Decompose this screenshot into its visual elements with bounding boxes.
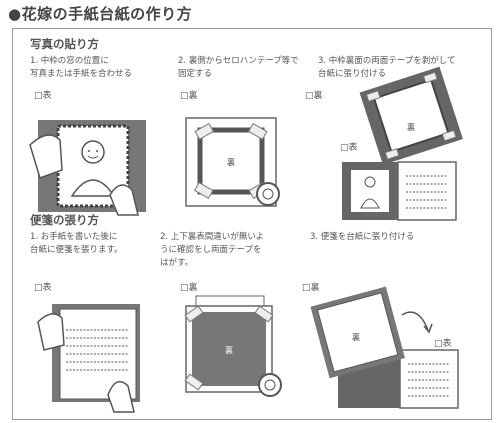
photo-step-1: 1. 中枠の窓の位置に 写真または手紙を合わせる bbox=[30, 56, 133, 79]
label-ura-3: □裏 bbox=[305, 91, 323, 101]
label-omote-4: □表 bbox=[34, 283, 52, 293]
letter-step-2: 2. 上下裏表間違いが無いよ うに確認をし両面テープを はがす。 bbox=[160, 232, 265, 268]
photo-step2-illustration bbox=[185, 117, 280, 207]
photo-step-3: 3. 中枠裏面の両面テープを剥がして 台紙に張り付ける bbox=[318, 56, 456, 79]
label-omote-6: □表 bbox=[434, 339, 452, 349]
page-title: ●花嫁の手紙台紙の作り方 bbox=[8, 5, 193, 23]
label-omote-1: □表 bbox=[34, 91, 52, 101]
back-text-6: 裏 bbox=[352, 332, 360, 342]
back-text-5: 裏 bbox=[225, 345, 233, 355]
letter-step3-illustration bbox=[310, 286, 459, 409]
letter-step-3: 3. 便箋を台紙に張り付ける bbox=[310, 232, 415, 242]
section-heading-letter: 便箋の張り方 bbox=[30, 213, 99, 227]
letter-step1-illustration bbox=[37, 304, 140, 413]
label-omote-3: □表 bbox=[340, 143, 358, 153]
label-ura-2: □裏 bbox=[180, 91, 198, 101]
section-heading-photo: 写真の貼り方 bbox=[30, 37, 99, 51]
photo-step-2: 2. 裏側からセロハンテープ等で 固定する bbox=[178, 56, 299, 79]
back-text-2: 裏 bbox=[227, 157, 235, 167]
back-text-3: 裏 bbox=[407, 122, 415, 132]
label-ura-5: □裏 bbox=[180, 283, 198, 293]
letter-step2-illustration bbox=[184, 295, 282, 397]
photo-step1-illustration bbox=[29, 120, 146, 216]
photo-step3-illustration bbox=[342, 66, 463, 221]
label-ura-6: □裏 bbox=[302, 283, 320, 293]
letter-step-1: 1. お手紙を書いた後に 台紙に便箋を張ります。 bbox=[30, 232, 123, 255]
